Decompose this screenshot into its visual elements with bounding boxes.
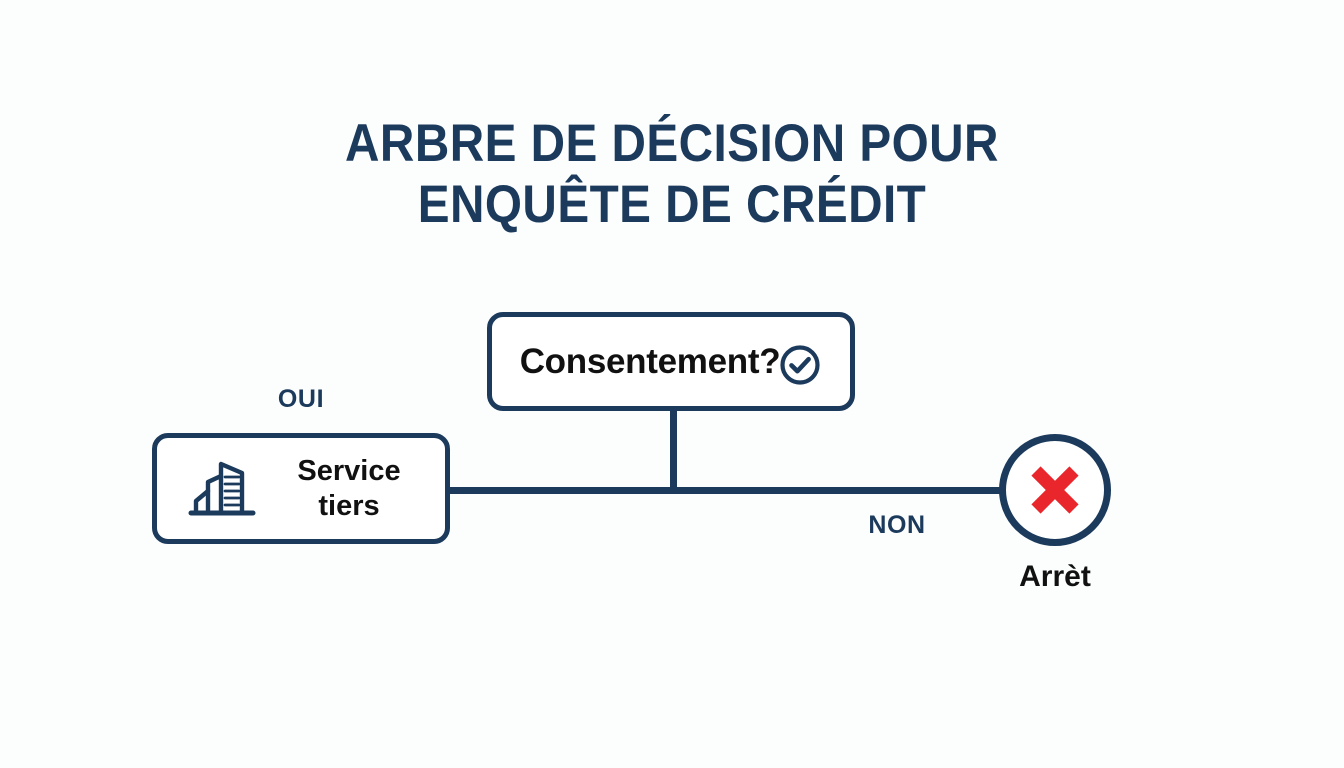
check-circle-icon xyxy=(778,343,822,387)
cross-icon xyxy=(1024,459,1086,521)
edge-label-non: NON xyxy=(868,511,926,539)
node-consentement-label: Consentement? xyxy=(519,341,781,381)
page-title-line-1: ARBRE DE DÉCISION POUR xyxy=(345,114,999,173)
node-arret[interactable] xyxy=(999,434,1111,546)
page-title-line-2: ENQUÊTE DE CRÉDIT xyxy=(417,175,927,235)
edge-vertical-connector xyxy=(670,408,677,490)
page-title: ARBRE DE DÉCISION POUR ENQUÊTE DE CRÉDIT xyxy=(67,113,1277,236)
edge-horizontal-connector xyxy=(448,487,1008,494)
node-service-tiers-label-line-2: tiers xyxy=(318,489,380,522)
node-arret-caption: Arrèt xyxy=(1019,560,1091,593)
node-consentement[interactable]: Consentement? xyxy=(487,312,855,411)
node-service-tiers-label: Service tiers xyxy=(259,454,445,524)
node-service-tiers-label-line-1: Service xyxy=(297,454,401,487)
arret-circle xyxy=(999,434,1111,546)
edge-label-oui: OUI xyxy=(277,385,325,413)
building-icon xyxy=(185,454,259,524)
node-service-tiers[interactable]: Service tiers xyxy=(152,433,450,544)
